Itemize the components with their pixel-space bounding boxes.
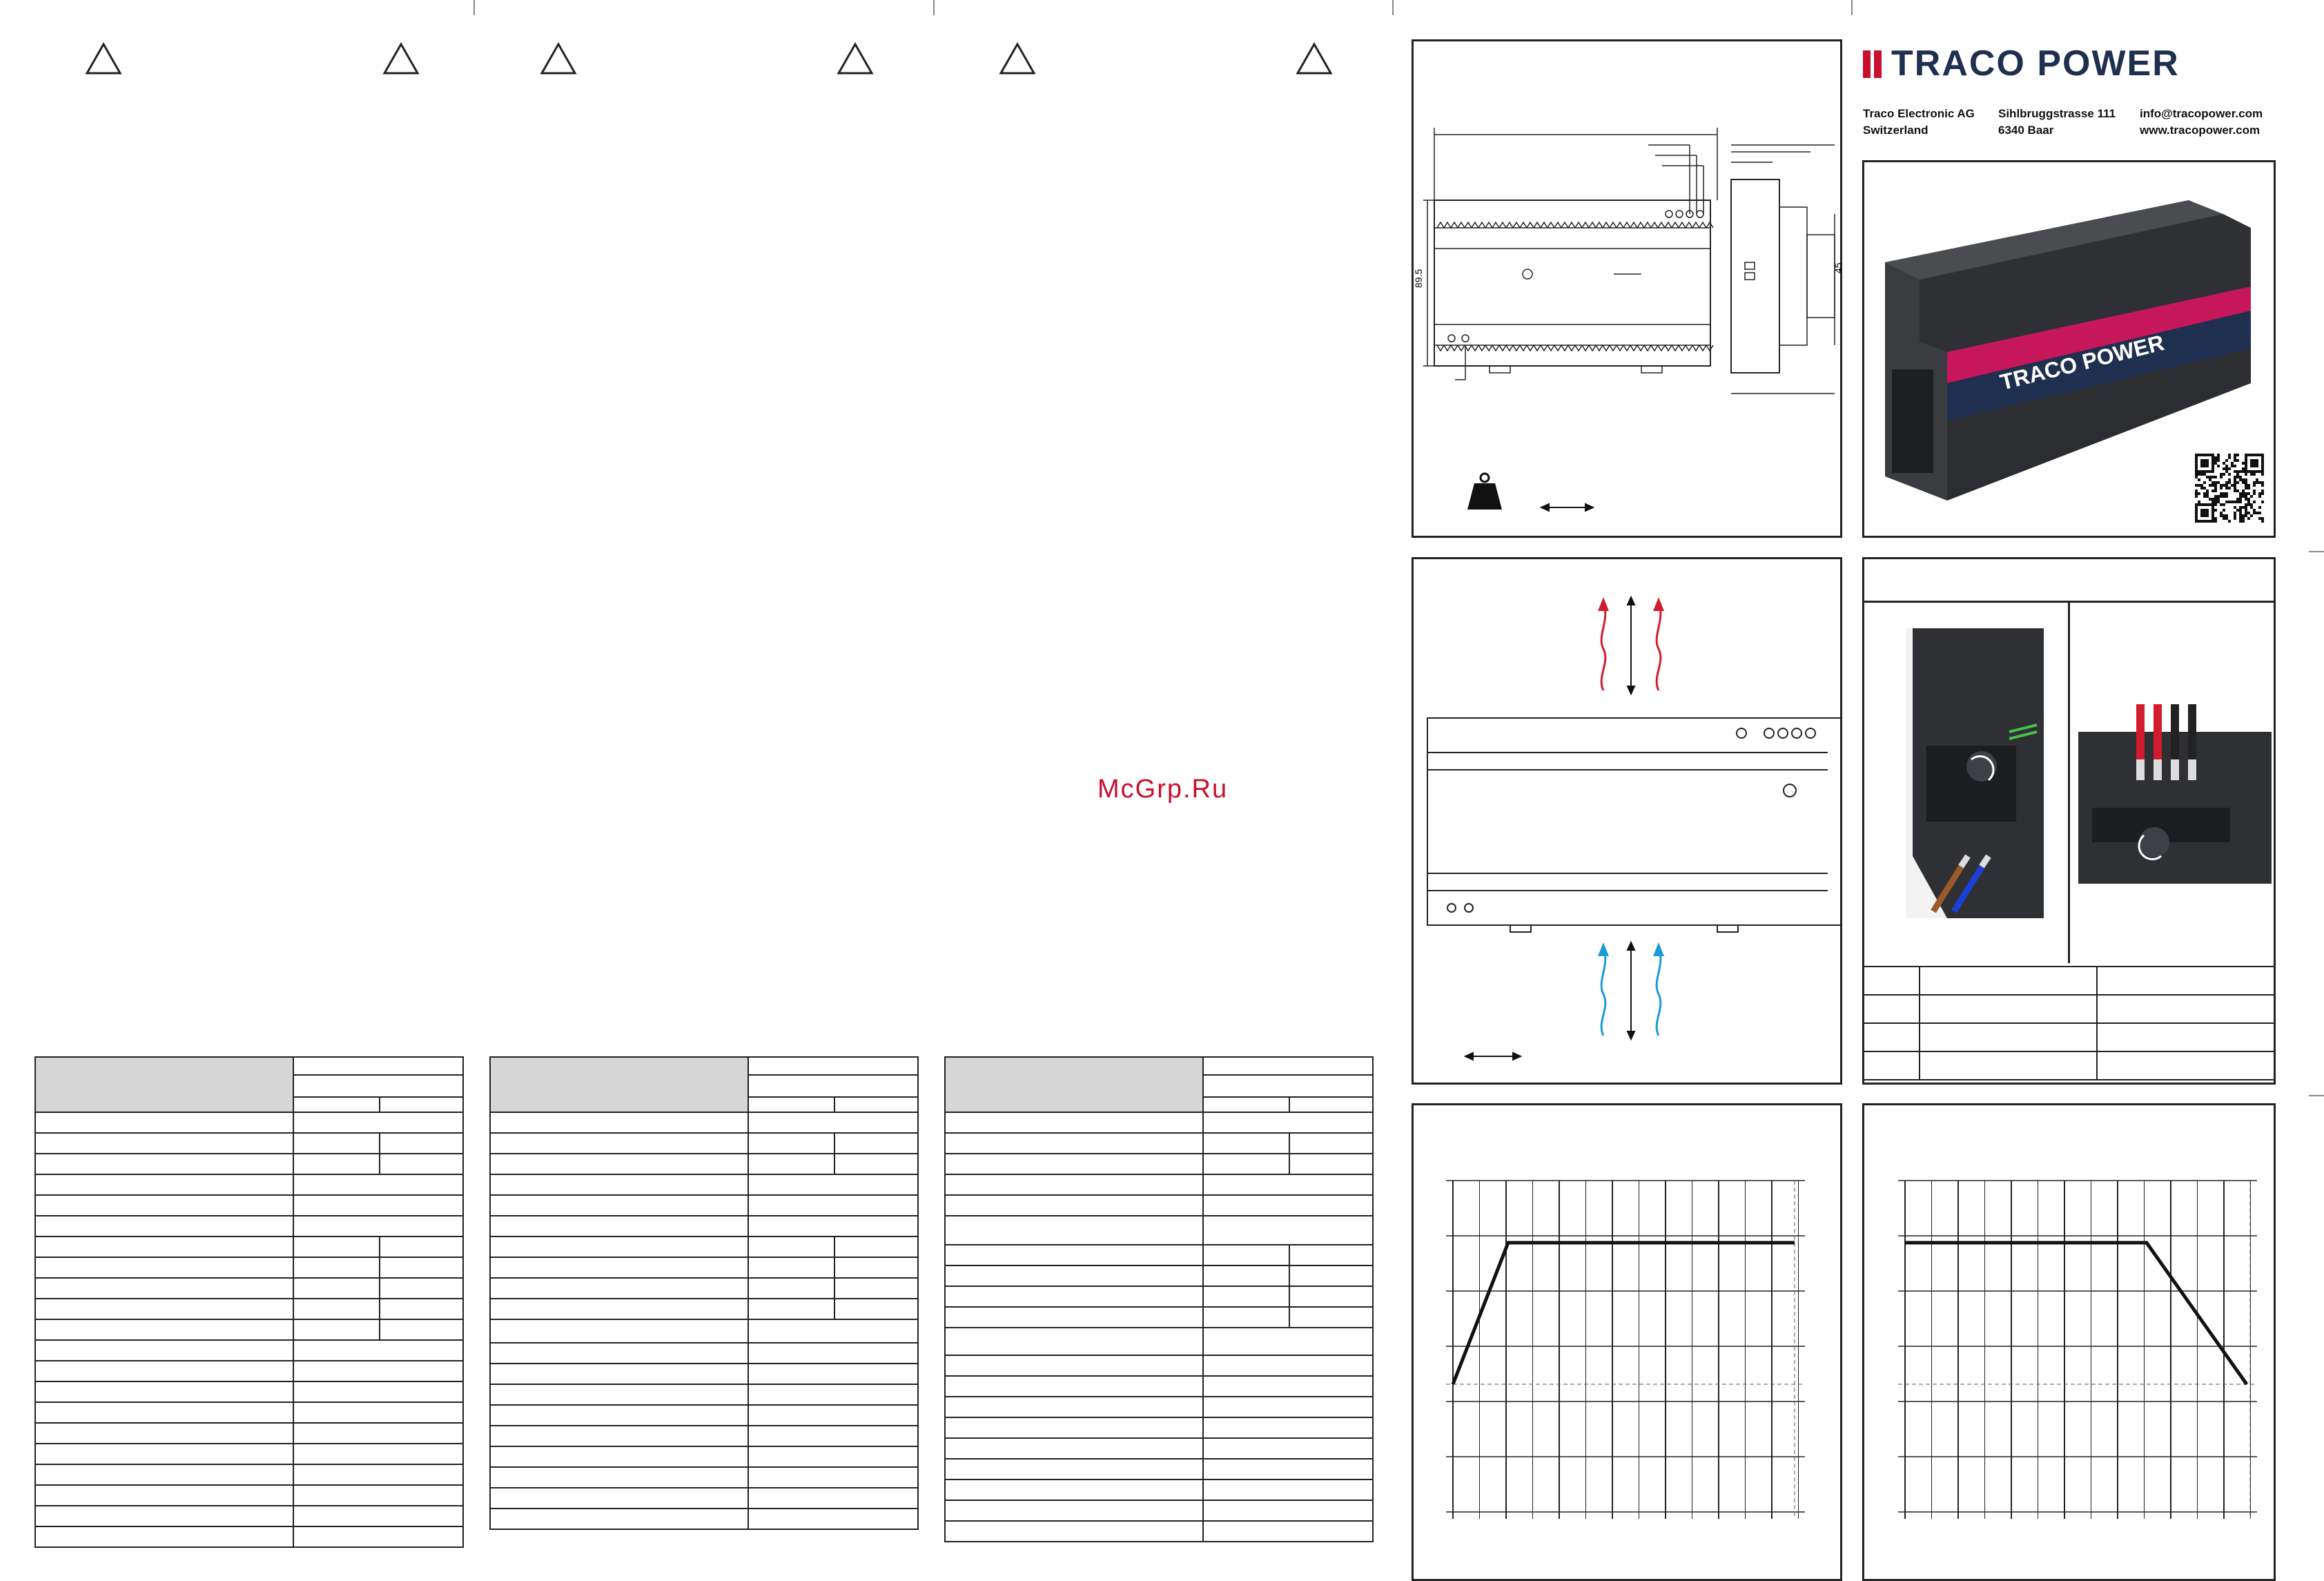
warning-triangle-icon (837, 41, 874, 75)
wiring-panel (1862, 557, 2276, 1085)
weight-icon (1467, 472, 1502, 510)
wiring-table (1862, 966, 2276, 1080)
fold-mark (933, 0, 935, 15)
company-name: Traco Electronic AG (1863, 107, 1975, 120)
dimension-drawing: 89.5 45 (1413, 128, 1844, 512)
spec-table (35, 1056, 464, 1548)
airflow-panel (1412, 557, 1842, 1085)
company-country: Switzerland (1863, 124, 1928, 137)
brand-name: TRACO POWER (1891, 43, 2180, 84)
output-terminal-photo (2078, 704, 2272, 884)
warning-triangle-icon (1296, 41, 1333, 75)
dimension-drawing-panel: 89.5 45 (1412, 39, 1844, 538)
watermark: McGrp.Ru (1097, 775, 1229, 804)
airflow-diagram (1427, 595, 1842, 1061)
derating-chart-right (1898, 1180, 2257, 1519)
warning-triangle-icon (382, 41, 420, 75)
qr-code-icon (2195, 454, 2264, 523)
company-street: Sihlbruggstrasse 111 (1998, 107, 2116, 120)
fold-mark (473, 0, 475, 15)
product-image: TRACO POWER (1885, 200, 2251, 501)
fold-mark (2309, 1095, 2324, 1096)
fold-mark (1392, 0, 1394, 15)
fold-mark (2309, 551, 2324, 552)
warning-triangle-icon (999, 41, 1036, 75)
spec-table (944, 1056, 1374, 1542)
warning-triangle-icon (540, 41, 577, 75)
fold-mark (1851, 0, 1853, 15)
logo-bars-icon (1863, 50, 1871, 78)
input-terminal-photo (1906, 628, 2044, 918)
spec-table (489, 1056, 919, 1530)
warning-triangle-icon (85, 41, 122, 75)
company-city: 6340 Baar (1998, 124, 2054, 137)
arrow-icon (1539, 503, 1595, 512)
product-image-panel: TRACO POWER (1862, 160, 2276, 538)
depth-dimension-label: 45 (1833, 262, 1844, 273)
company-email[interactable]: info@tracopower.com (2140, 107, 2263, 120)
brand-logo: TRACO POWER (1863, 43, 2180, 84)
derating-chart-left (1446, 1180, 1805, 1519)
company-web[interactable]: www.tracopower.com (2140, 124, 2260, 137)
height-dimension-label: 89.5 (1413, 269, 1424, 288)
